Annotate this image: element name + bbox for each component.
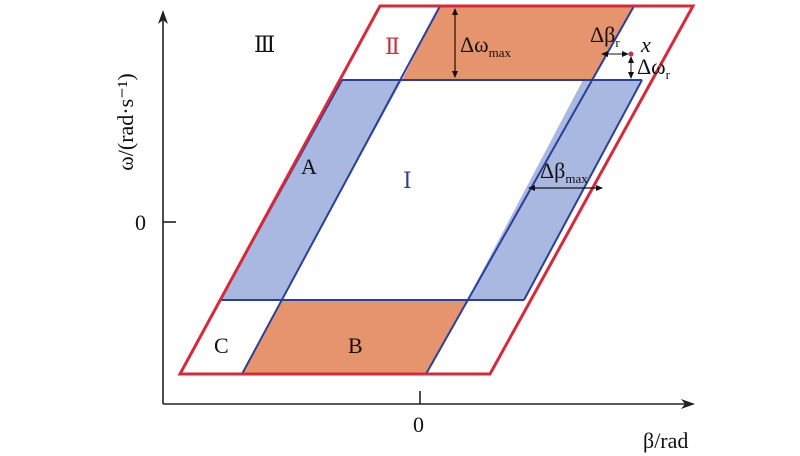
point-x-label: x	[640, 32, 651, 57]
region-II-label: Ⅱ	[385, 34, 400, 59]
x-axis-label: β/rad	[643, 428, 688, 453]
region-II-fill	[402, 6, 634, 80]
y-zero-label: 0	[135, 210, 146, 235]
region-C-label: C	[214, 333, 229, 358]
region-A-fill	[220, 80, 402, 300]
region-I-label: Ⅰ	[403, 168, 412, 193]
delta-omega-max-label: Δωmax	[460, 32, 512, 60]
delta-beta-max-label: Δβmax	[540, 158, 588, 186]
region-B-fill	[242, 300, 467, 374]
region-right-strip-fill	[467, 80, 642, 300]
delta-beta-r-label: Δβr	[590, 22, 620, 50]
point-x-marker	[628, 51, 634, 57]
y-axis-label: ω/(rad·s⁻¹)	[113, 73, 138, 170]
region-III-label: Ⅲ	[254, 32, 275, 57]
delta-omega-r-label: Δωr	[637, 54, 671, 82]
outer-boundary	[177, 4, 696, 376]
x-zero-label: 0	[413, 412, 424, 437]
region-A-label: A	[301, 154, 317, 179]
region-B-label: B	[348, 333, 363, 358]
